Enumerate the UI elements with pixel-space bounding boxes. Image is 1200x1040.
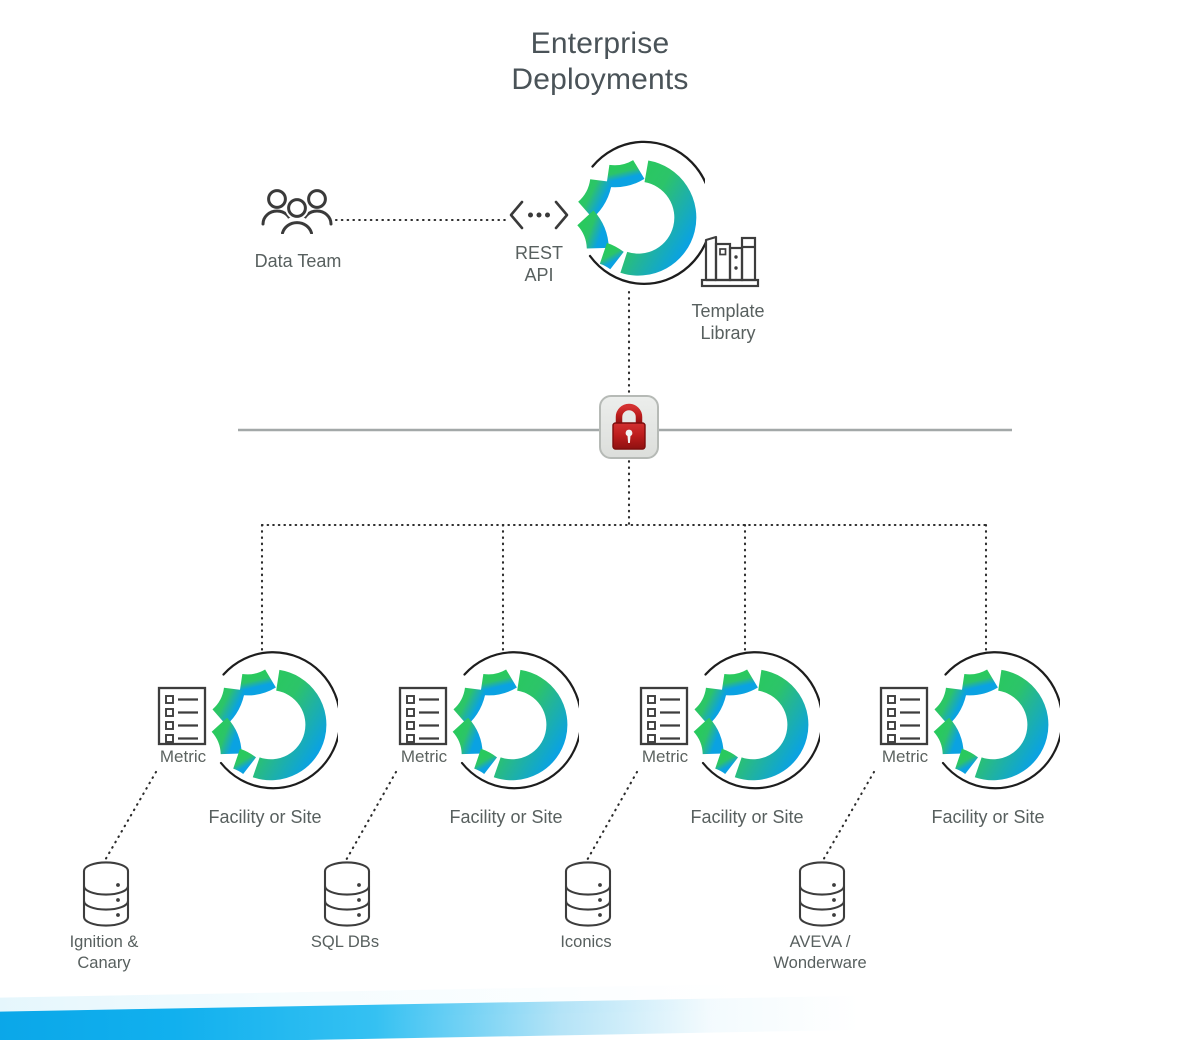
facility-4-metric-icon[interactable] [878, 685, 930, 747]
node-facility-1[interactable] [190, 648, 342, 798]
source-2-label: SQL DBs [310, 933, 380, 951]
database-icon [320, 860, 374, 928]
facility-4-label: Facility or Site [931, 807, 1045, 827]
rest-api-label: REST API [514, 243, 563, 285]
node-facility-4[interactable] [912, 648, 1064, 798]
checklist-icon [398, 686, 448, 746]
source-4-label: AVEVA / Wonderware [773, 933, 867, 972]
facility-1-label: Facility or Site [208, 807, 322, 827]
database-icon [795, 860, 849, 928]
donut-ring-icon [933, 651, 1064, 790]
database-icon [79, 860, 133, 928]
facility-3-metric-label: Metric [641, 747, 689, 766]
node-central-platform[interactable] [559, 140, 714, 292]
books-shelf-icon [699, 228, 761, 290]
people-group-icon [258, 186, 338, 235]
source-1-label: Ignition & Canary [69, 933, 139, 972]
connector-facility-2-to-source [343, 770, 398, 864]
facility-1-metric-icon[interactable] [156, 685, 208, 747]
page-title: Enterprise Deployments [511, 27, 689, 96]
template-library-label: Template Library [691, 301, 765, 343]
connector-facility-1-to-source [102, 770, 158, 864]
node-security-lock[interactable] [598, 393, 660, 463]
facility-2-metric-label: Metric [400, 747, 448, 766]
facility-2-label: Facility or Site [449, 807, 563, 827]
facility-3-label: Facility or Site [690, 807, 804, 827]
connector-facility-3-to-source [584, 770, 639, 864]
facility-2-metric-icon[interactable] [397, 685, 449, 747]
facility-1-metric-label: Metric [159, 747, 207, 766]
donut-ring-icon [693, 651, 824, 790]
checklist-icon [157, 686, 207, 746]
source-3-label: Iconics [560, 933, 612, 951]
checklist-icon [639, 686, 689, 746]
node-facility-2[interactable] [431, 648, 583, 798]
padlock-icon [599, 395, 659, 459]
code-brackets-icon [507, 198, 571, 232]
node-facility-3[interactable] [672, 648, 824, 798]
data-team-label: Data Team [254, 251, 342, 271]
database-icon [561, 860, 615, 928]
donut-ring-icon [211, 651, 342, 790]
donut-ring-icon [452, 651, 583, 790]
donut-ring-icon [576, 140, 714, 285]
facility-4-metric-label: Metric [881, 747, 929, 766]
facility-3-metric-icon[interactable] [638, 685, 690, 747]
checklist-icon [879, 686, 929, 746]
